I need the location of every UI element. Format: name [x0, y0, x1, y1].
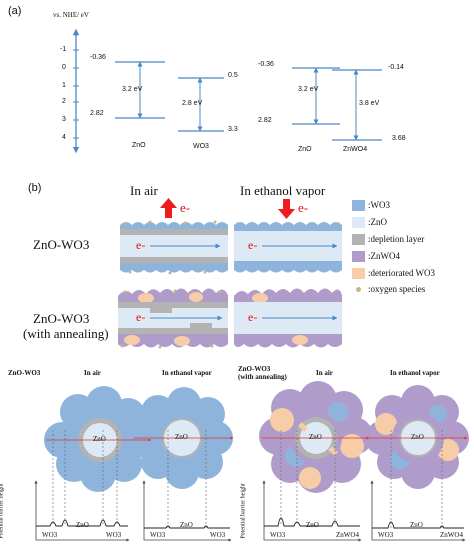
plot2-region-label: WO3	[150, 531, 166, 539]
core-label: ZnO	[175, 433, 188, 441]
tick-label: 4	[62, 134, 66, 141]
legend-label-wo3: :WO3	[368, 200, 390, 210]
electron-label: e-	[136, 238, 146, 252]
c-right-title-1: ZnO-WO3	[238, 365, 271, 373]
zno-vb-value-1: 2.82	[90, 110, 104, 117]
plot2-region-label: WO3	[210, 531, 226, 539]
plot1-region-label: WO3	[106, 531, 122, 539]
electron-capture-arrow	[278, 199, 295, 219]
plot3-region-label: WO3	[270, 531, 286, 539]
row-label-zno-wo3: ZnO-WO3	[33, 237, 90, 252]
energy-axis-title: vs. NHE/ eV	[53, 11, 89, 19]
in-air-heading: In air	[130, 183, 158, 198]
electron-label-air: e-	[180, 200, 191, 215]
plot4-region-label: WO3	[378, 531, 394, 539]
zno-label-2: ZnO	[298, 146, 312, 153]
c-left-in-ethanol: In ethanol vapor	[162, 369, 212, 377]
electron-label: e-	[136, 310, 146, 324]
panel-b-label: (b)	[28, 182, 42, 194]
znwo4-vb-value: 3.68	[392, 135, 406, 142]
tick-label: 3	[62, 116, 66, 123]
core-label: ZnO	[309, 433, 322, 441]
znwo4-cb-value: -0.14	[388, 64, 404, 71]
legend-swatch-wo3	[352, 200, 365, 211]
plot2-barrier-curve	[144, 525, 230, 529]
plot2-region-label: ZnO	[180, 521, 193, 529]
c-right-title-2: (with annealing)	[238, 373, 287, 381]
electron-label-ethanol: e-	[298, 200, 309, 215]
zno-gap-value-2: 3.2 eV	[298, 86, 319, 93]
znwo4-gap-value: 3.8 eV	[359, 100, 380, 107]
oxygen-species-dots	[120, 220, 222, 349]
c-left-in-air: In air	[84, 369, 101, 377]
tick-label: 2	[62, 98, 66, 105]
y-axis-label-left: Potential barrier height	[0, 483, 5, 539]
wo3-gap-value: 2.8 eV	[182, 100, 203, 107]
znwo4-label: ZnWO4	[343, 146, 368, 153]
zno-cb-value-2: -0.36	[258, 61, 274, 68]
zno-gap-value-1: 3.2 eV	[122, 86, 143, 93]
zno-cb-value-1: -0.36	[90, 54, 106, 61]
legend-label-depletion: :depletion layer	[368, 234, 425, 244]
legend-swatch-znwo4	[352, 251, 365, 262]
electron-label: e-	[248, 238, 258, 252]
plot4-barrier-curve	[372, 521, 464, 529]
row-label-annealed-line2: (with annealing)	[23, 326, 109, 341]
legend: :WO3 :ZnO :depletion layer :ZnWO4 :deter…	[352, 200, 472, 300]
wo3-cb-value: 0.5	[228, 72, 238, 79]
wo3-vb-value: 3.3	[228, 126, 238, 133]
c-right-in-air: In air	[316, 369, 333, 377]
wo3-label: WO3	[193, 143, 209, 150]
energy-axis-ticks	[73, 49, 79, 139]
plot1-region-label: ZnO	[76, 521, 89, 529]
legend-swatch-zno	[352, 217, 365, 228]
legend-label-znwo4: :ZnWO4	[368, 251, 400, 261]
legend-label-zno: :ZnO	[368, 217, 387, 227]
legend-swatch-oxygen	[356, 287, 361, 292]
c-left-title: ZnO-WO3	[8, 369, 41, 377]
tick-label: -1	[60, 46, 67, 53]
plot1-barrier-curve	[36, 519, 128, 527]
in-ethanol-heading: In ethanol vapor	[240, 183, 326, 198]
tick-label: 0	[62, 64, 66, 71]
legend-swatch-deteriorated	[352, 268, 365, 279]
c-right-in-ethanol: In ethanol vapor	[390, 369, 440, 377]
legend-label-oxygen: :oxygen species	[368, 284, 426, 294]
plot2-axes	[142, 480, 232, 542]
electron-release-arrow	[160, 198, 177, 218]
plot3-axes	[262, 480, 362, 542]
electron-label: e-	[248, 310, 258, 324]
plot1-axes	[34, 480, 130, 542]
plot3-region-label: ZnWO4	[336, 531, 359, 539]
legend-swatch-depletion	[352, 234, 365, 245]
plot4-axes	[370, 480, 466, 542]
plot4-region-label: ZnO	[410, 521, 423, 529]
plot4-region-label: ZnWO4	[440, 531, 463, 539]
zno-label-1: ZnO	[132, 142, 146, 149]
plot3-region-label: ZnO	[306, 521, 319, 529]
legend-label-deteriorated: :deteriorated WO3	[368, 268, 436, 278]
y-axis-label-right: Potential barrier height	[240, 483, 247, 539]
core-label: ZnO	[93, 435, 106, 443]
panel-a-label: (a)	[8, 5, 22, 17]
row-label-annealed-line1: ZnO-WO3	[33, 311, 90, 326]
core-label: ZnO	[411, 433, 424, 441]
zno-vb-value-2: 2.82	[258, 117, 272, 124]
particle-annealed-air	[259, 381, 373, 493]
plot1-region-label: WO3	[42, 531, 58, 539]
tick-label: 1	[62, 82, 66, 89]
